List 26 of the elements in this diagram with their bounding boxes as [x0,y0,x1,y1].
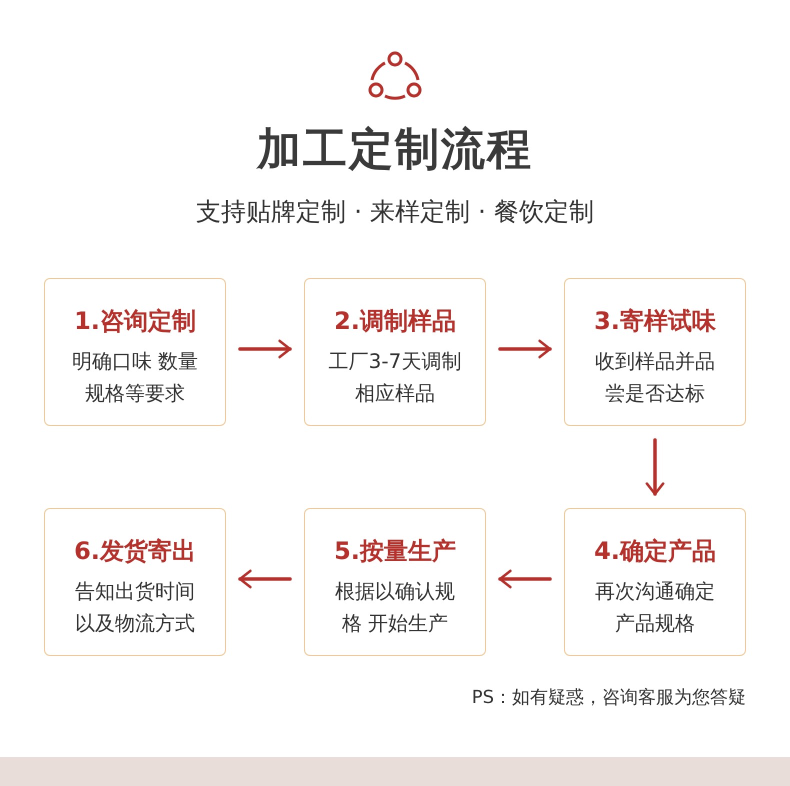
step-title: 4.确定产品 [594,536,716,567]
arrow [498,340,552,358]
step-box [304,508,486,656]
step-box [44,508,226,656]
note: PS：如有疑惑，咨询客服为您答疑 [472,686,746,709]
step-title: 3.寄样试味 [594,306,716,337]
step-description: 工厂3-7天调制相应样品 [328,348,462,407]
step-title: 1.咨询定制 [74,306,196,337]
step-description: 明确口味 数量规格等要求 [70,348,200,407]
arrow [646,438,664,496]
step-box [564,278,746,426]
step-box [304,278,486,426]
step-box [564,508,746,656]
step-title: 5.按量生产 [334,536,456,567]
title: 加工定制流程 [255,123,534,177]
step-title: 2.调制样品 [334,306,456,337]
arrow [498,570,552,588]
arrow [238,340,292,358]
arrow [238,570,292,588]
step-box [44,278,226,426]
subtitle: 支持贴牌定制 · 来样定制 · 餐饮定制 [195,196,595,228]
step-description: 收到样品并品尝是否达标 [594,348,716,407]
step-title: 6.发货寄出 [74,536,196,567]
step-description: 再次沟通确定产品规格 [594,578,716,637]
step-description: 告知出货时间以及物流方式 [74,578,196,637]
step-description: 根据以确认规格 开始生产 [334,578,456,637]
